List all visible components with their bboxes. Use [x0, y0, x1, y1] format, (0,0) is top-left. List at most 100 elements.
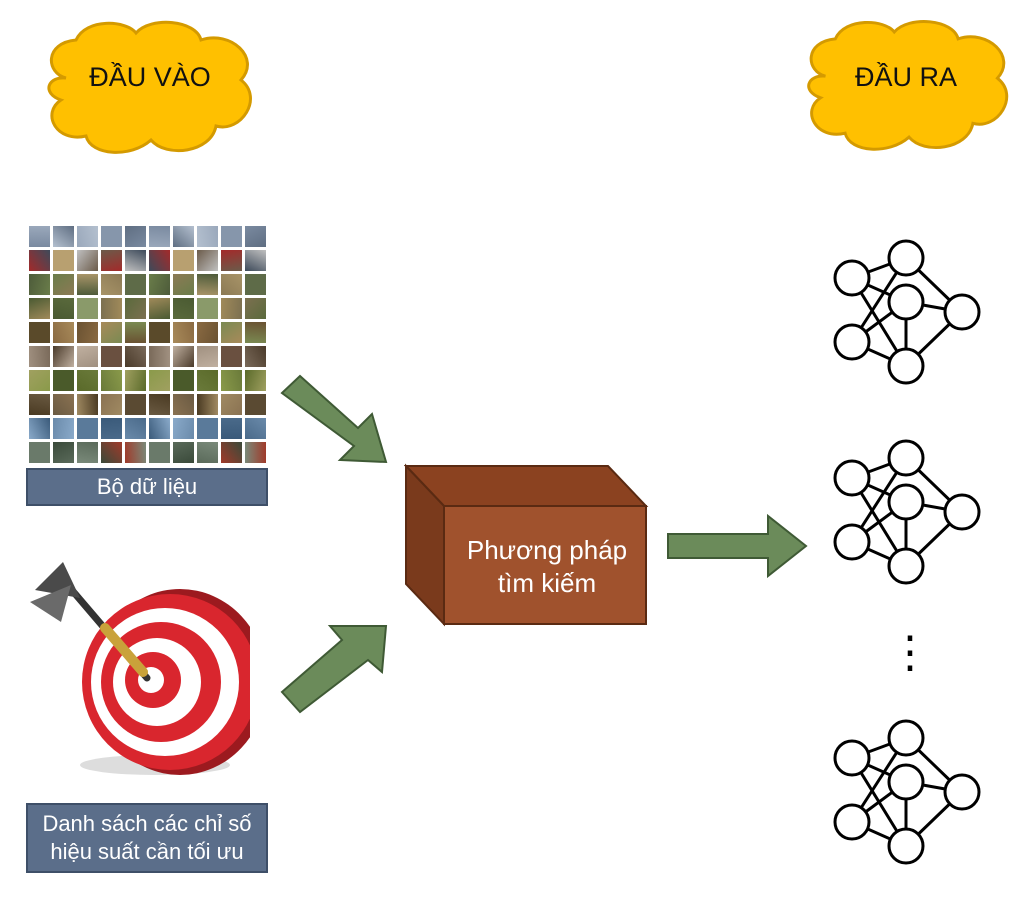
- dataset-image-tile: [173, 250, 194, 271]
- dataset-image-tile: [125, 418, 146, 439]
- dataset-image-tile: [149, 370, 170, 391]
- metrics-caption-line1: Danh sách các chỉ số: [42, 811, 252, 836]
- dataset-image-tile: [29, 346, 50, 367]
- dataset-image-tile: [221, 226, 242, 247]
- dart-target-icon: [30, 562, 250, 775]
- dataset-caption: Bộ dữ liệu: [26, 468, 268, 506]
- dataset-image-tile: [245, 250, 266, 271]
- arrow-metrics-to-box: [280, 625, 388, 714]
- search-method-label: Phương pháp tìm kiếm: [446, 534, 648, 600]
- arrow-box-to-output: [667, 513, 808, 579]
- dataset-image-tile: [101, 298, 122, 319]
- dataset-image-tile: [29, 274, 50, 295]
- dataset-image-tile: [221, 346, 242, 367]
- dataset-image-tile: [29, 322, 50, 343]
- dataset-image-tile: [77, 442, 98, 463]
- dataset-image-tile: [245, 274, 266, 295]
- dataset-image-tile: [125, 346, 146, 367]
- dataset-image-grid: [28, 225, 268, 463]
- dataset-image-tile: [77, 346, 98, 367]
- dataset-caption-text: Bộ dữ liệu: [96, 474, 198, 499]
- dataset-image-tile: [101, 274, 122, 295]
- dataset-image-tile: [245, 370, 266, 391]
- output-cloud: [807, 20, 1009, 151]
- dataset-image-tile: [245, 346, 266, 367]
- dataset-image-tile: [53, 298, 74, 319]
- dataset-image-tile: [173, 322, 194, 343]
- dataset-image-tile: [53, 442, 74, 463]
- dataset-image-tile: [197, 226, 218, 247]
- dataset-image-tile: [29, 394, 50, 415]
- dataset-image-tile: [173, 442, 194, 463]
- metrics-caption: Danh sách các chỉ số hiệu suất cần tối ư…: [26, 803, 268, 873]
- search-method-line1: Phương pháp: [466, 535, 628, 565]
- dataset-image-tile: [29, 442, 50, 463]
- dataset-image-tile: [53, 346, 74, 367]
- dataset-image-tile: [101, 442, 122, 463]
- dataset-image-tile: [101, 418, 122, 439]
- dataset-image-tile: [149, 322, 170, 343]
- dataset-image-tile: [29, 250, 50, 271]
- dataset-image-tile: [149, 394, 170, 415]
- dataset-image-tile: [197, 250, 218, 271]
- dataset-image-tile: [101, 370, 122, 391]
- dataset-image-tile: [77, 370, 98, 391]
- dataset-image-tile: [29, 298, 50, 319]
- dataset-image-tile: [125, 226, 146, 247]
- dataset-image-tile: [149, 442, 170, 463]
- dataset-image-tile: [149, 226, 170, 247]
- dataset-image-tile: [221, 394, 242, 415]
- dataset-image-tile: [53, 250, 74, 271]
- dataset-image-tile: [245, 322, 266, 343]
- dataset-image-tile: [245, 442, 266, 463]
- dataset-image-tile: [221, 298, 242, 319]
- dataset-image-tile: [101, 226, 122, 247]
- dataset-image-tile: [173, 418, 194, 439]
- dataset-image-tile: [53, 418, 74, 439]
- dataset-image-tile: [149, 418, 170, 439]
- dataset-image-tile: [125, 370, 146, 391]
- dataset-image-tile: [53, 322, 74, 343]
- dataset-image-tile: [101, 394, 122, 415]
- dataset-image-tile: [149, 274, 170, 295]
- arrow-dataset-to-box: [280, 374, 388, 464]
- dataset-image-tile: [221, 418, 242, 439]
- neural-network-icon-3: [833, 719, 981, 865]
- dataset-image-tile: [77, 250, 98, 271]
- dataset-image-tile: [125, 442, 146, 463]
- dataset-image-tile: [221, 274, 242, 295]
- dataset-image-tile: [173, 370, 194, 391]
- dataset-image-tile: [149, 298, 170, 319]
- dataset-image-tile: [77, 274, 98, 295]
- dataset-image-tile: [245, 226, 266, 247]
- input-cloud-label: ĐẦU VÀO: [89, 62, 211, 92]
- search-method-line2: tìm kiếm: [497, 568, 597, 598]
- dataset-image-tile: [197, 418, 218, 439]
- dataset-image-tile: [29, 418, 50, 439]
- dataset-image-tile: [101, 346, 122, 367]
- dataset-image-tile: [221, 442, 242, 463]
- dataset-image-tile: [125, 250, 146, 271]
- dataset-image-tile: [53, 226, 74, 247]
- dataset-image-tile: [221, 370, 242, 391]
- dataset-image-tile: [125, 274, 146, 295]
- input-cloud: [47, 20, 252, 154]
- dataset-image-tile: [197, 370, 218, 391]
- dataset-image-tile: [77, 322, 98, 343]
- output-cloud-label: ĐẦU RA: [854, 62, 957, 92]
- dataset-image-tile: [173, 298, 194, 319]
- dataset-image-tile: [173, 226, 194, 247]
- dataset-image-tile: [173, 394, 194, 415]
- dataset-image-tile: [245, 418, 266, 439]
- dataset-image-tile: [125, 298, 146, 319]
- dataset-image-tile: [29, 226, 50, 247]
- dataset-image-tile: [77, 394, 98, 415]
- dataset-image-tile: [77, 418, 98, 439]
- neural-network-icon-1: [833, 239, 981, 385]
- dataset-image-tile: [197, 394, 218, 415]
- dataset-image-tile: [245, 298, 266, 319]
- dataset-image-tile: [245, 394, 266, 415]
- dataset-image-tile: [173, 346, 194, 367]
- dataset-image-tile: [197, 298, 218, 319]
